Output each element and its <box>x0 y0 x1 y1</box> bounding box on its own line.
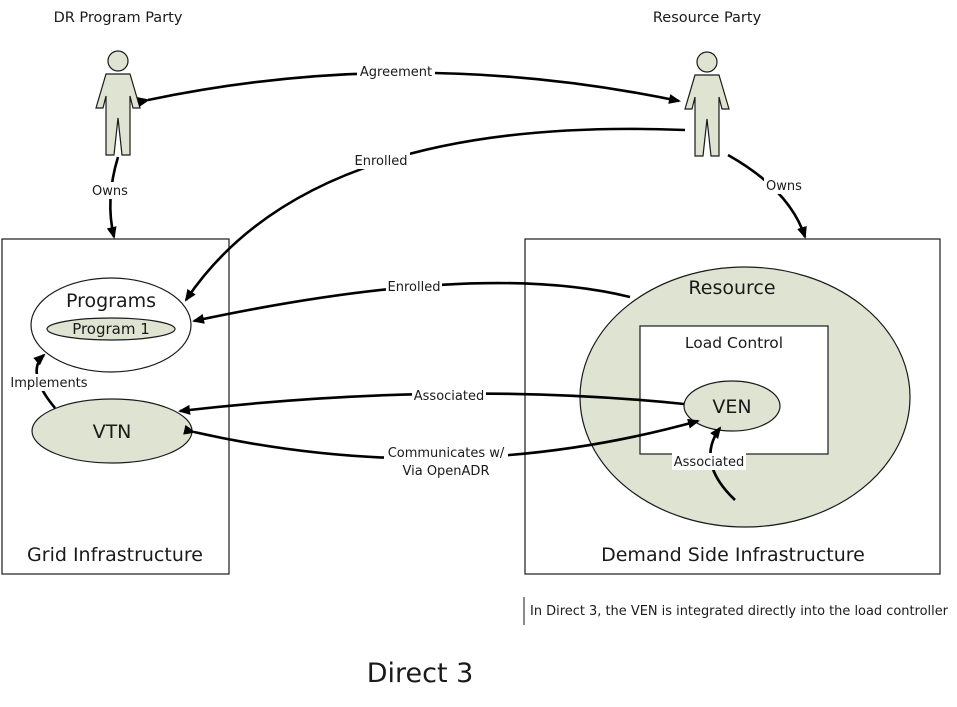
program-1-label: Program 1 <box>72 320 150 338</box>
resource-label: Resource <box>688 277 775 299</box>
enrolled-resource-label: Enrolled <box>388 280 441 295</box>
vtn-label: VTN <box>93 421 132 443</box>
enrolled-party-label: Enrolled <box>355 154 408 169</box>
resource-party-actor-icon <box>684 51 730 157</box>
dr-program-party-label: DR Program Party <box>54 10 183 26</box>
edge-enrolled-resource <box>192 281 631 324</box>
associated-ven-label: Associated <box>674 455 744 470</box>
implements-label: Implements <box>10 376 87 391</box>
communicates-label-line2: Via OpenADR <box>403 464 490 479</box>
agreement-label: Agreement <box>360 65 432 80</box>
programs-label: Programs <box>66 290 156 312</box>
dr-program-party-actor-icon <box>95 50 141 156</box>
owns-resource-label: Owns <box>766 179 802 194</box>
demand-side-infrastructure-label: Demand Side Infrastructure <box>601 544 865 566</box>
note-text: In Direct 3, the VEN is integrated direc… <box>530 603 948 619</box>
diagram-caption: Direct 3 <box>367 658 474 689</box>
grid-infrastructure-label: Grid Infrastructure <box>27 544 203 566</box>
associated-vtn-label: Associated <box>414 389 484 404</box>
program-1-node <box>46 317 176 341</box>
owns-dr-label: Owns <box>92 184 128 199</box>
ven-node <box>683 380 781 432</box>
edge-owns-resource <box>727 153 807 239</box>
ven-label: VEN <box>712 396 751 418</box>
communicates-label-line1: Communicates w/ <box>388 446 505 461</box>
load-control-label: Load Control <box>685 334 783 352</box>
resource-party-label: Resource Party <box>653 10 762 26</box>
